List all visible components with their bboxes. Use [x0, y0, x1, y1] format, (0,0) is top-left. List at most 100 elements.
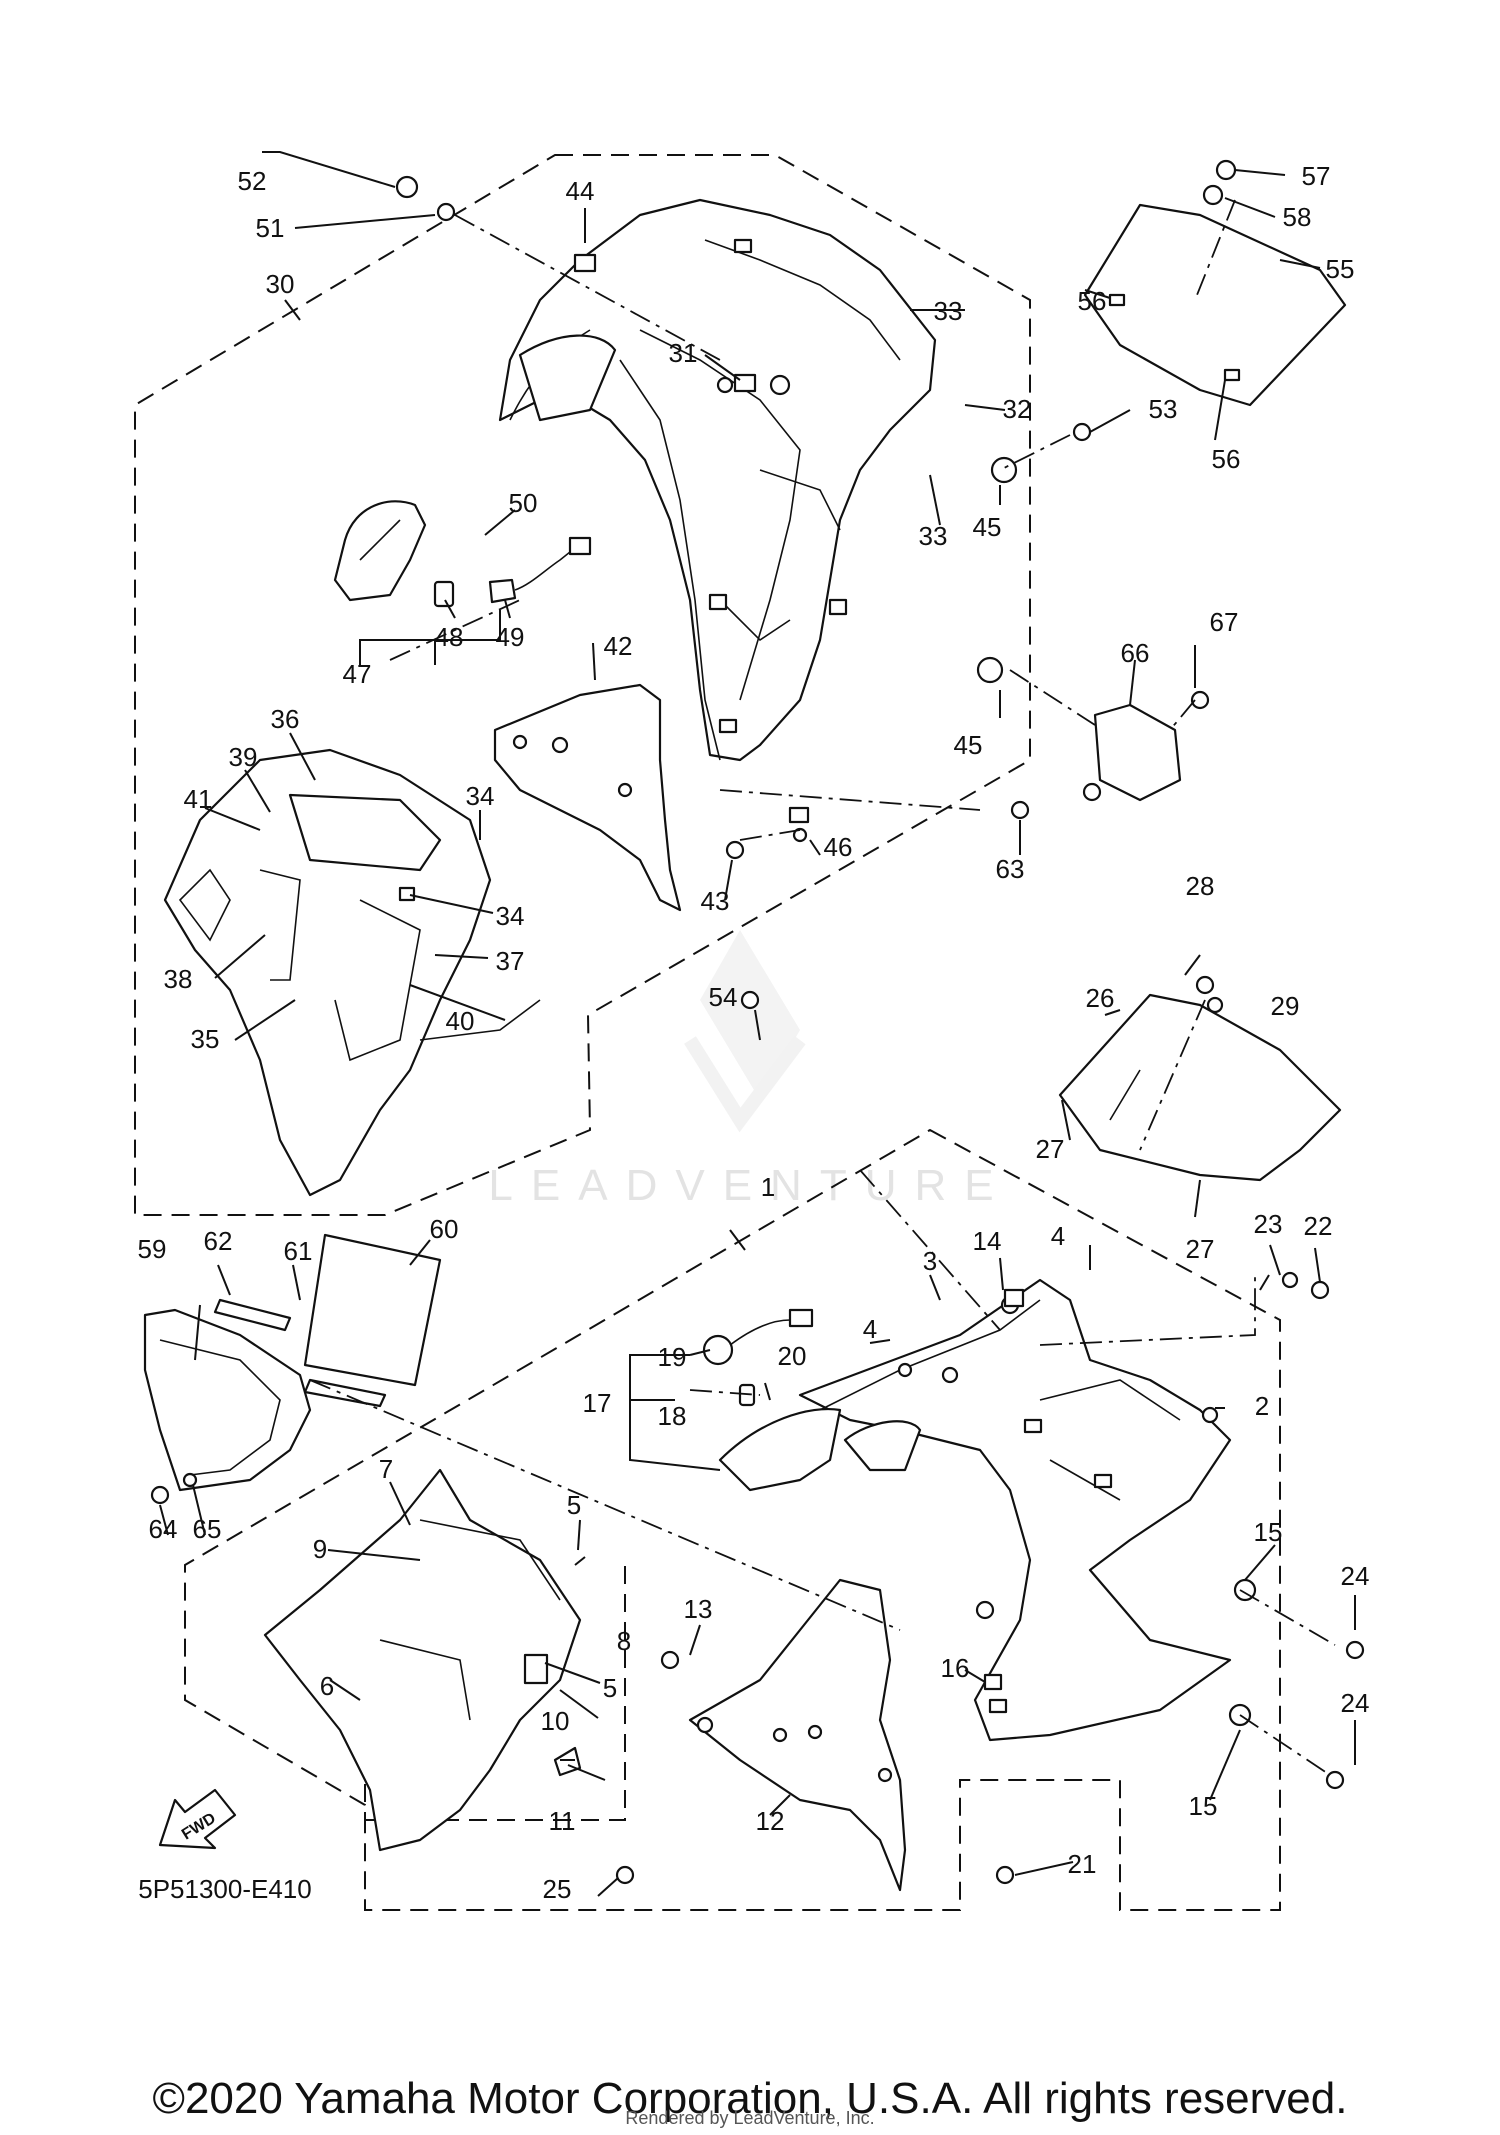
callout-label: 6 [320, 1671, 334, 1701]
callout-label: 7 [379, 1454, 393, 1484]
callout-label: 19 [658, 1342, 687, 1372]
callout-label: 56 [1212, 444, 1241, 474]
callout-label: 9 [313, 1534, 327, 1564]
callout-label: 38 [164, 964, 193, 994]
callout-labels: 1 2 3 4 4 5 5 6 7 8 9 10 11 12 13 14 15 … [138, 161, 1370, 1904]
callout-label: 43 [701, 886, 730, 916]
callout-label: 24 [1341, 1688, 1370, 1718]
callout-label: 28 [1186, 871, 1215, 901]
callout-label: 48 [435, 622, 464, 652]
callout-label: 54 [709, 982, 738, 1012]
upper-assembly-boundary [134, 154, 1031, 1216]
callout-label: 26 [1086, 983, 1115, 1013]
callout-label: 34 [496, 901, 525, 931]
callout-label: 36 [271, 704, 300, 734]
callout-label: 45 [954, 730, 983, 760]
windshield-26 [1058, 993, 1342, 1182]
callout-label: 46 [824, 832, 853, 862]
callout-label: 39 [229, 742, 258, 772]
lower-inner-panel-35 [163, 748, 541, 1197]
fwd-arrow-icon: FWD [158, 1788, 237, 1850]
callout-label: 17 [583, 1388, 612, 1418]
turn-signal-assembly-47 [333, 500, 592, 608]
callout-label: 10 [541, 1706, 570, 1736]
callout-label: 42 [604, 631, 633, 661]
side-cowling-right [798, 1278, 1232, 1742]
inner-panel-12 [688, 1578, 907, 1892]
callout-label: 29 [1271, 991, 1300, 1021]
callout-label: 53 [1149, 394, 1178, 424]
callout-label: 64 [149, 1514, 178, 1544]
callout-label: 51 [256, 213, 285, 243]
callout-label: 57 [1302, 161, 1331, 191]
callout-label: 4 [1051, 1221, 1065, 1251]
callout-label: 18 [658, 1401, 687, 1431]
watermark-text: LEADVENTURE [488, 1161, 1011, 1210]
callout-label: 30 [266, 269, 295, 299]
callout-label: 34 [466, 781, 495, 811]
callout-label: 50 [509, 488, 538, 518]
callout-label: 5 [567, 1490, 581, 1520]
turn-signal-assembly-17 [702, 1308, 842, 1492]
callout-label: 40 [446, 1006, 475, 1036]
callout-label: 13 [684, 1594, 713, 1624]
callout-label: 56 [1078, 286, 1107, 316]
callout-label: 58 [1283, 202, 1312, 232]
callout-label: 20 [778, 1341, 807, 1371]
callout-label: 25 [543, 1874, 572, 1904]
callout-label: 55 [1326, 254, 1355, 284]
callout-label: 67 [1210, 607, 1239, 637]
lower-inner-panel-6 [263, 1468, 582, 1852]
callout-label: 59 [138, 1234, 167, 1264]
callout-label: 47 [343, 659, 372, 689]
callout-label: 32 [1003, 394, 1032, 424]
callout-label: 60 [430, 1214, 459, 1244]
callout-label: 5 [603, 1673, 617, 1703]
meter-cover-55 [1083, 203, 1347, 407]
callout-label: 4 [863, 1314, 877, 1344]
lower-assembly-boundary [184, 1128, 1281, 1911]
callout-label: 27 [1186, 1234, 1215, 1264]
side-cover-59 [143, 1233, 442, 1492]
callout-label: 33 [919, 521, 948, 551]
leader-lines [159, 151, 1356, 1897]
callout-label: 22 [1304, 1211, 1333, 1241]
callout-label: 31 [669, 338, 698, 368]
callout-label: 21 [1068, 1849, 1097, 1879]
upper-cowling [498, 198, 937, 762]
bracket-66 [1082, 703, 1182, 802]
callout-label: 49 [496, 622, 525, 652]
fasteners [150, 159, 1365, 1885]
diagram-code: 5P51300-E410 [138, 1874, 311, 1904]
callout-label: 52 [238, 166, 267, 196]
callout-label: 3 [923, 1246, 937, 1276]
copyright-notice: ©2020 Yamaha Motor Corporation, U.S.A. A… [152, 2074, 1348, 2123]
callout-label: 44 [566, 176, 595, 206]
callout-label: 33 [934, 296, 963, 326]
callout-label: 62 [204, 1226, 233, 1256]
callout-label: 37 [496, 946, 525, 976]
callout-label: 63 [996, 854, 1025, 884]
callout-label: 11 [549, 1806, 576, 1836]
callout-label: 35 [191, 1024, 220, 1054]
callout-label: 15 [1189, 1791, 1218, 1821]
alignment-lines [309, 199, 1336, 1776]
callout-label: 23 [1254, 1209, 1283, 1239]
callout-label: 16 [941, 1653, 970, 1683]
callout-label: 8 [617, 1626, 631, 1656]
callout-label: 27 [1036, 1134, 1065, 1164]
callout-label: 45 [973, 512, 1002, 542]
callout-label: 65 [193, 1514, 222, 1544]
callout-label: 1 [761, 1172, 775, 1202]
callout-label: 61 [284, 1236, 313, 1266]
callout-label: 2 [1255, 1391, 1269, 1421]
watermark-logo [684, 930, 806, 1133]
callout-label: 24 [1341, 1561, 1370, 1591]
callout-label: 41 [184, 784, 213, 814]
callout-label: 15 [1254, 1517, 1283, 1547]
callout-label: 66 [1121, 638, 1150, 668]
inner-panel-42 [493, 683, 682, 912]
rendered-by-notice: Rendered by LeadVenture, Inc. [625, 2108, 875, 2128]
callout-label: 14 [973, 1226, 1002, 1256]
